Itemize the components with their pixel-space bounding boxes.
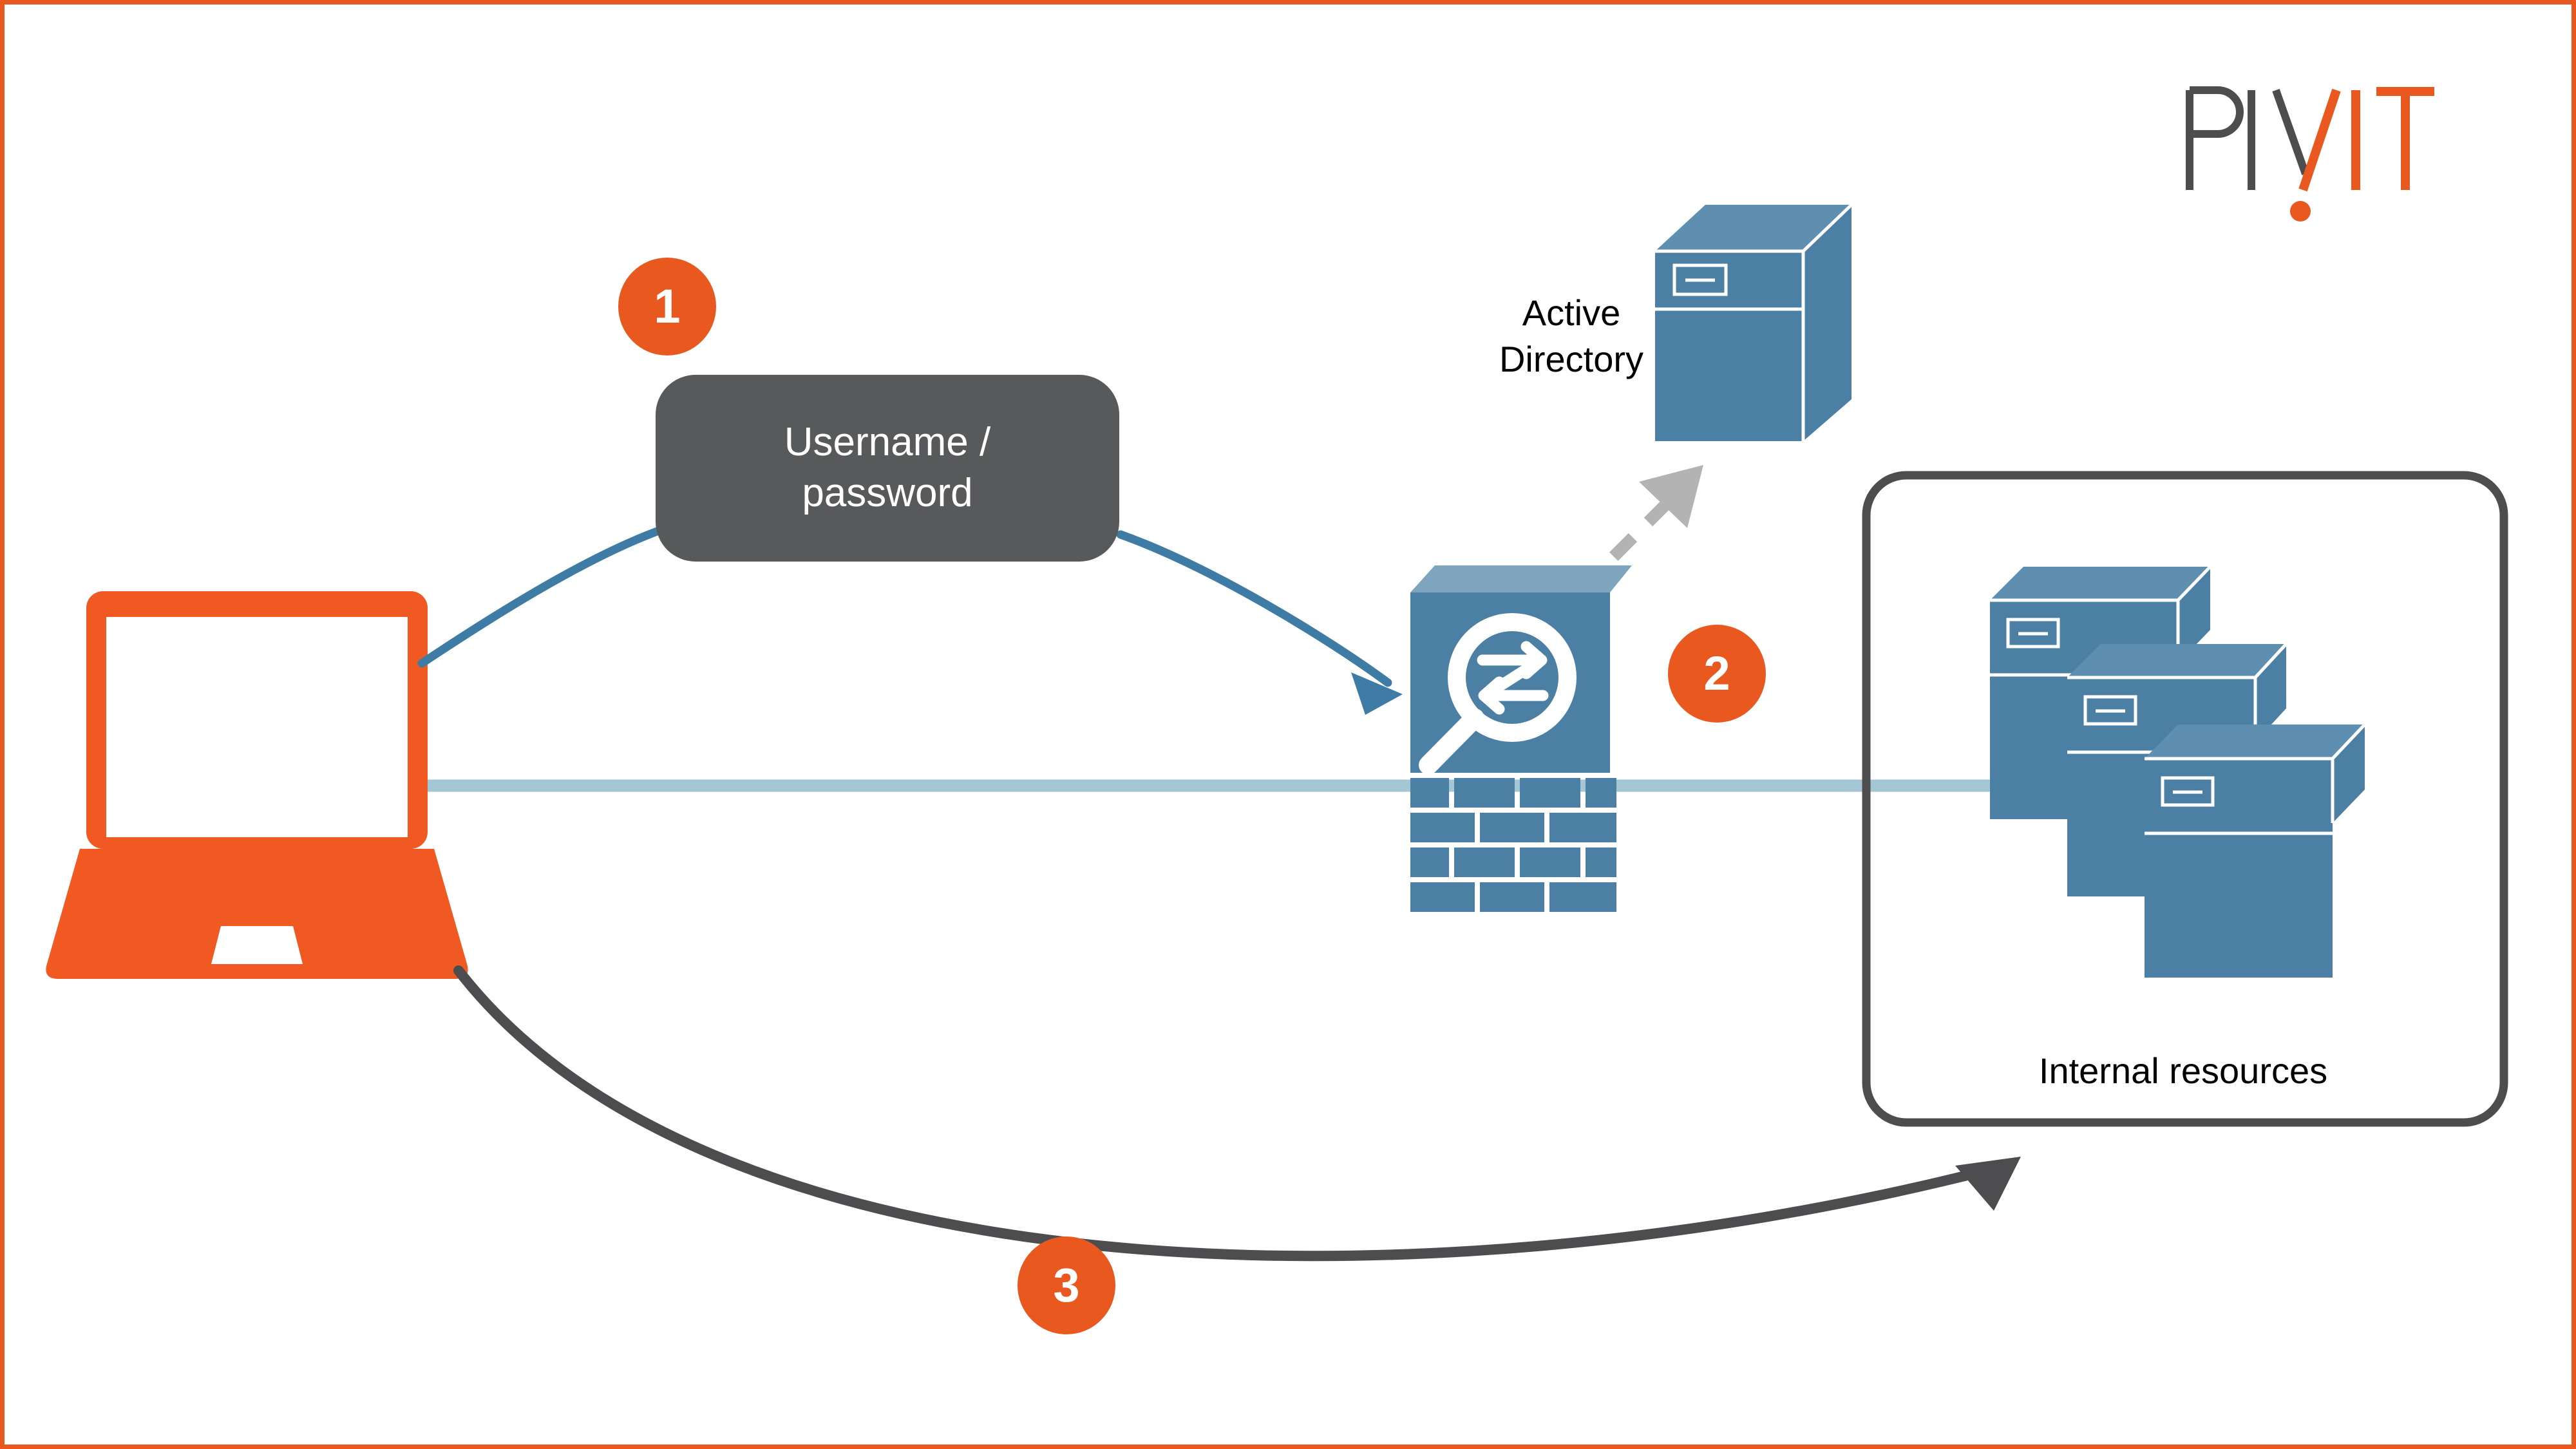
credentials-box[interactable]: Username / password [656, 375, 1119, 562]
credential-flow-arrow [417, 522, 1403, 715]
credentials-box-label: Username / password [784, 420, 991, 515]
internal-server-3 [2145, 723, 2366, 978]
step-badge-2[interactable]: 2 [1668, 625, 1766, 723]
step-badge-3[interactable]: 3 [1018, 1236, 1115, 1334]
resource-access-arrow [453, 965, 2021, 1262]
internal-server-stack [1990, 565, 2366, 978]
step-badge-1[interactable]: 1 [618, 258, 716, 355]
internal-resources-container [1862, 471, 2508, 1127]
active-directory-icon [1655, 204, 1853, 441]
pivit-logo [2186, 86, 2434, 222]
laptop-icon [46, 591, 468, 979]
firewall-icon [1410, 565, 1632, 912]
